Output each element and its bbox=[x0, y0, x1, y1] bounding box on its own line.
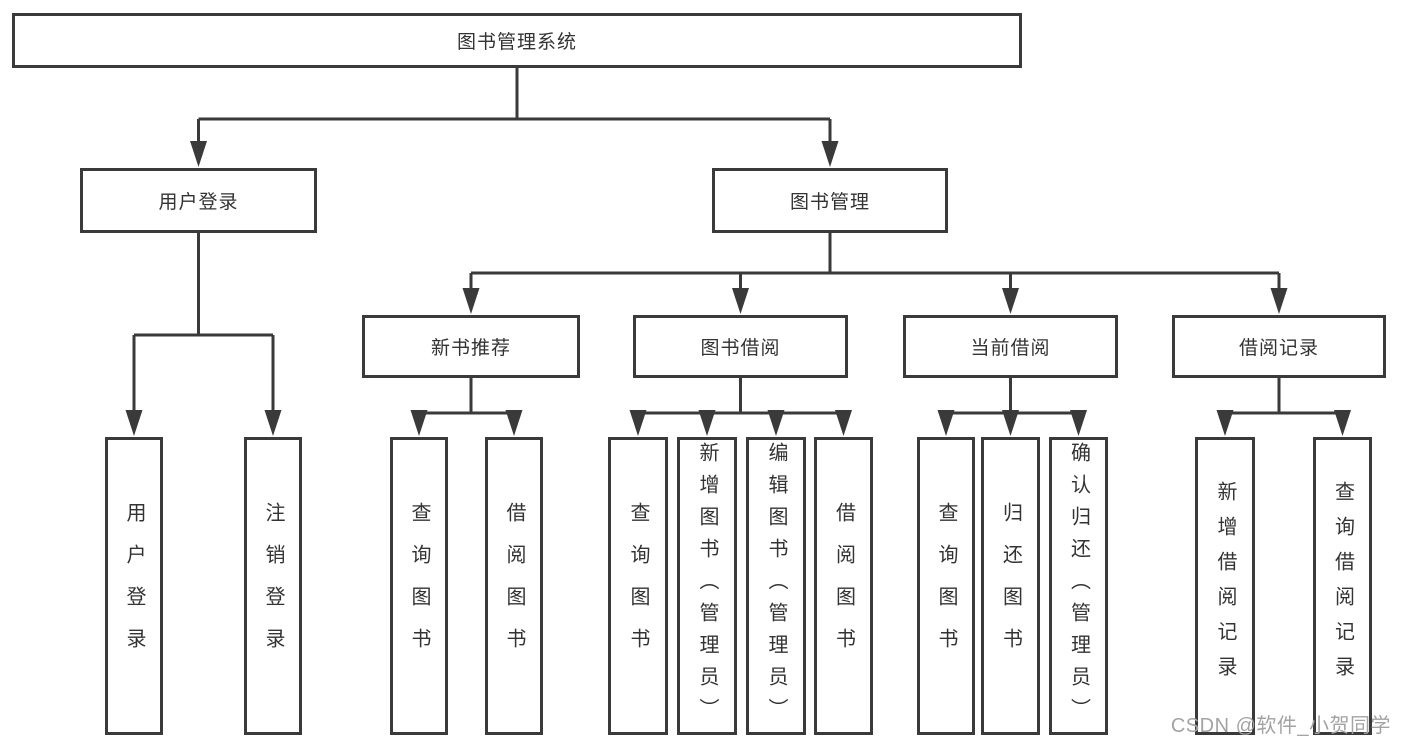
node-book-management: 图书管理 bbox=[712, 168, 948, 233]
arrowhead-icon bbox=[125, 410, 143, 436]
leaf-return-books: 归还图书 bbox=[981, 437, 1040, 735]
leaf-query-borrow-record: 查询借阅记录 bbox=[1313, 437, 1372, 735]
arrowhead-icon bbox=[1270, 288, 1288, 314]
arrowhead-icon bbox=[1216, 410, 1234, 436]
node-book-borrowing: 图书借阅 bbox=[633, 315, 848, 378]
node-label: 用户登录 bbox=[158, 192, 239, 213]
arrowhead-icon bbox=[410, 410, 428, 436]
node-label: 确认归还（管理员） bbox=[1067, 442, 1090, 730]
node-borrowing-records: 借阅记录 bbox=[1172, 315, 1386, 378]
node-label: 归还图书 bbox=[999, 502, 1022, 670]
arrowhead-icon bbox=[264, 410, 282, 436]
node-label: 查询借阅记录 bbox=[1331, 481, 1354, 691]
arrowhead-icon bbox=[1070, 410, 1087, 436]
arrowhead-icon bbox=[629, 410, 647, 436]
node-label: 当前借阅 bbox=[970, 338, 1051, 359]
leaf-borrow-books-recommendation: 借阅图书 bbox=[485, 437, 543, 735]
arrowhead-icon bbox=[937, 410, 955, 436]
node-label: 新增图书（管理员） bbox=[696, 442, 718, 730]
arrowhead-icon bbox=[698, 410, 716, 436]
watermark: CSDN @软件_小贺同学 bbox=[1170, 715, 1391, 737]
arrowhead-icon bbox=[462, 288, 480, 314]
node-label: 注销登录 bbox=[262, 502, 284, 670]
arrowhead-icon bbox=[190, 141, 207, 167]
arrowhead-icon bbox=[1002, 288, 1019, 314]
node-label: 查询图书 bbox=[935, 502, 957, 670]
node-label: 借阅图书 bbox=[503, 502, 525, 670]
leaf-borrow-books: 借阅图书 bbox=[814, 437, 873, 735]
node-user-login: 用户登录 bbox=[80, 168, 317, 233]
arrowhead-icon bbox=[1334, 410, 1351, 436]
node-label: 借阅图书 bbox=[832, 502, 855, 670]
leaf-edit-books-admin: 编辑图书（管理员） bbox=[746, 437, 806, 735]
arrowhead-icon bbox=[1002, 410, 1019, 436]
leaf-add-books-admin: 新增图书（管理员） bbox=[677, 437, 737, 735]
leaf-query-books-recommendation: 查询图书 bbox=[390, 437, 448, 735]
node-current-borrowing: 当前借阅 bbox=[903, 315, 1118, 378]
leaf-add-borrow-record: 新增借阅记录 bbox=[1195, 437, 1255, 735]
node-label: 借阅记录 bbox=[1238, 338, 1319, 359]
leaf-confirm-return-admin: 确认归还（管理员） bbox=[1049, 437, 1108, 735]
arrowhead-icon bbox=[821, 141, 839, 167]
arrowhead-icon bbox=[505, 410, 523, 436]
node-label: 用户登录 bbox=[123, 502, 145, 670]
arrowhead-icon bbox=[732, 288, 749, 314]
node-label: 图书管理系统 bbox=[456, 32, 577, 53]
node-library-management-system: 图书管理系统 bbox=[12, 13, 1022, 68]
arrowhead-icon bbox=[767, 410, 785, 436]
node-label: 新增借阅记录 bbox=[1214, 481, 1236, 691]
leaf-logout: 注销登录 bbox=[244, 437, 302, 735]
arrowhead-icon bbox=[835, 410, 852, 436]
node-label: 查询图书 bbox=[408, 502, 430, 670]
node-new-book-recommendation: 新书推荐 bbox=[362, 315, 580, 378]
leaf-query-books-current: 查询图书 bbox=[917, 437, 975, 735]
node-label: 编辑图书（管理员） bbox=[765, 442, 787, 730]
leaf-user-login: 用户登录 bbox=[105, 437, 163, 735]
node-label: 查询图书 bbox=[627, 502, 649, 670]
leaf-query-books-borrowing: 查询图书 bbox=[608, 437, 668, 735]
node-label: 图书管理 bbox=[789, 192, 870, 213]
node-label: 图书借阅 bbox=[700, 338, 781, 359]
node-label: 新书推荐 bbox=[430, 338, 511, 359]
